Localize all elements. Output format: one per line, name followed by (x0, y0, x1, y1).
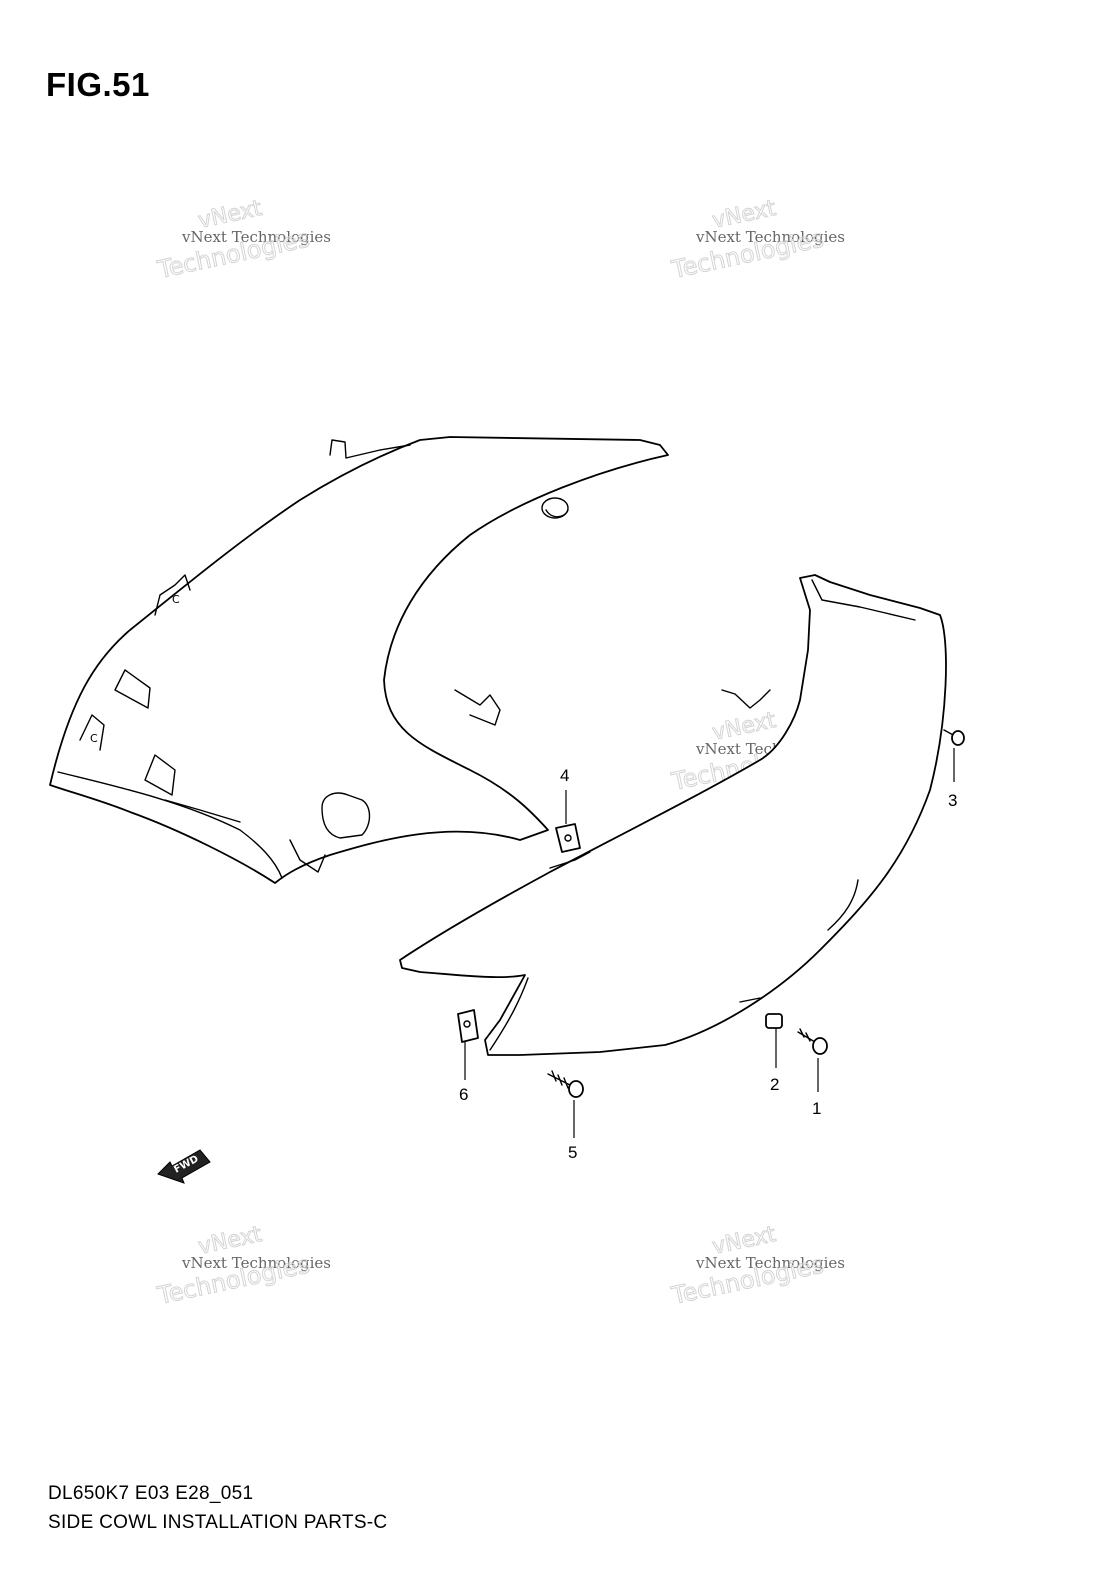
clip-hole (463, 1020, 471, 1028)
fwd-arrow: FWD (157, 1149, 211, 1184)
cowl-boss (114, 669, 151, 709)
callout-5-label: 5 (568, 1143, 577, 1162)
screw-head (568, 1080, 584, 1098)
cowl-mount (144, 754, 176, 796)
figure-title: FIG.51 (46, 66, 150, 103)
part-6-clip: 6 (457, 1009, 479, 1104)
part-1-bolt: 1 (797, 1028, 828, 1118)
callout-1-label: 1 (812, 1099, 821, 1118)
cowl-lower-slot (739, 997, 761, 1003)
callout-6-label: 6 (459, 1085, 468, 1104)
part-2-nut: 2 (765, 1013, 783, 1094)
watermark-text: vNext Technologies (181, 228, 331, 246)
cowl-grommet-hole (541, 497, 569, 519)
clip-hole (564, 834, 572, 842)
cowl-hole-recess (79, 714, 105, 751)
watermark-top-right: vNext Technologies vNext Technologies (668, 195, 845, 284)
callout-2-label: 2 (770, 1075, 779, 1094)
cowl-inner-tab (454, 689, 501, 726)
clip-body (555, 823, 581, 853)
cowl-grommet-shade (545, 509, 569, 518)
cowl-upper-tab (721, 689, 771, 709)
clip-body (457, 1009, 479, 1043)
cowl-front-edge (489, 977, 529, 1051)
watermark-text: vNext Technologies (695, 1254, 845, 1272)
clip-c-mark: C (172, 593, 180, 606)
cowl-lower-bracket (289, 839, 326, 873)
screw-head (951, 730, 965, 746)
bolt-thread (799, 1028, 811, 1042)
fwd-arrow-icon (157, 1149, 211, 1184)
part-5-screw: 5 (547, 1070, 584, 1162)
watermark-top-left: vNext Technologies vNext Technologies (154, 195, 331, 284)
cowl-lower-edge (57, 771, 283, 879)
cowl-outline (49, 436, 669, 884)
cowl-rubber-mount (321, 792, 371, 839)
part-3-screw: 3 (943, 729, 965, 810)
part-4-clip: 4 (555, 766, 581, 853)
screw-thread (551, 1070, 569, 1089)
watermark-text: vNext Technologies (695, 228, 845, 246)
cowl-upper-flange (811, 579, 916, 621)
bolt-shaft (797, 1031, 816, 1043)
clip-c-mark: C (90, 732, 98, 745)
cowl-outline (399, 574, 947, 1056)
cowl-rib (164, 799, 241, 823)
watermark-text: vNext Technologies (181, 1254, 331, 1272)
nut-body (765, 1013, 783, 1029)
section-name: SIDE COWL INSTALLATION PARTS-C (48, 1512, 388, 1533)
watermark-bottom-right: vNext Technologies vNext Technologies (668, 1221, 845, 1310)
cowl-tab (154, 574, 191, 616)
cowl-clip-slot (549, 851, 591, 869)
callout-3-label: 3 (948, 791, 957, 810)
watermark-bottom-left: vNext Technologies vNext Technologies (154, 1221, 331, 1310)
left-side-cowl: C C (49, 436, 669, 884)
callout-4-label: 4 (560, 766, 569, 785)
bolt-head (812, 1037, 828, 1055)
model-code: DL650K7 E03 E28_051 (48, 1483, 254, 1504)
right-side-cowl (399, 574, 947, 1056)
cowl-top-tab (329, 439, 411, 459)
cowl-side-rib (827, 879, 859, 931)
